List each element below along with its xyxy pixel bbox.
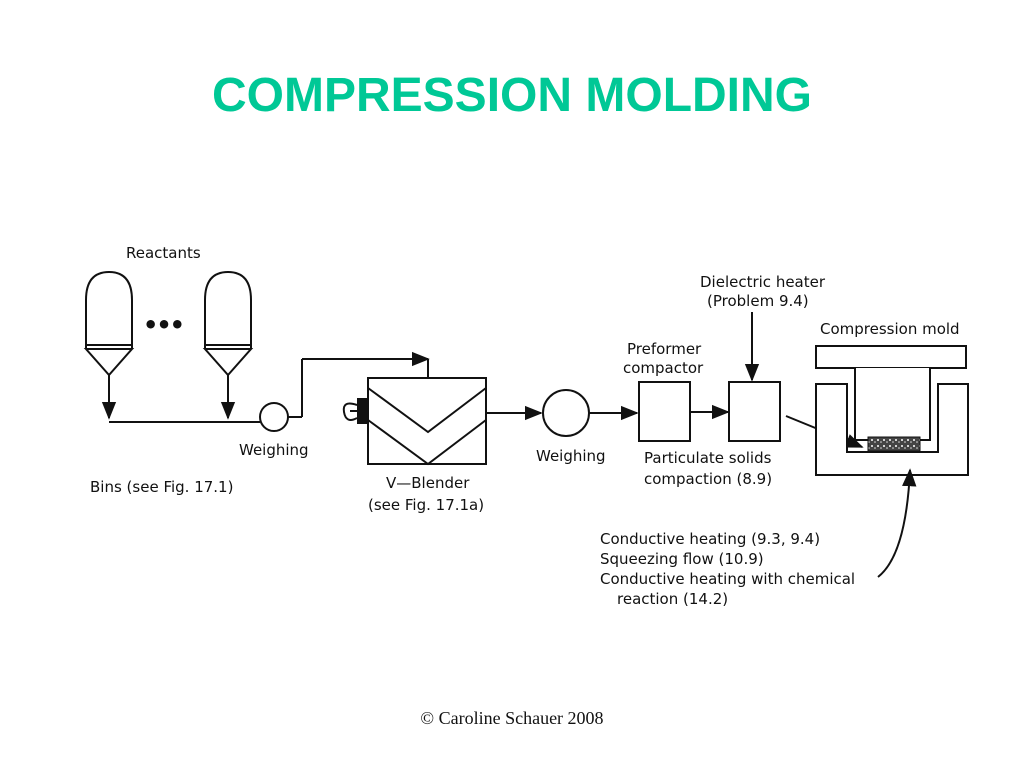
weighing-label-1: Weighing bbox=[239, 441, 309, 459]
v-blender bbox=[342, 377, 487, 466]
particulate-label-line1: Particulate solids bbox=[644, 449, 772, 467]
bin-left bbox=[83, 270, 135, 377]
particulate-compaction-box bbox=[728, 381, 781, 442]
preformer-label-line2: compactor bbox=[623, 359, 704, 377]
bins-label: Bins (see Fig. 17.1) bbox=[90, 478, 233, 496]
preformer-label-line1: Preformer bbox=[627, 340, 702, 358]
copyright-footer: © Caroline Schauer 2008 bbox=[420, 708, 604, 728]
v-blender-label: V—Blender bbox=[386, 474, 470, 492]
v-blender-ref-label: (see Fig. 17.1a) bbox=[368, 496, 484, 514]
ellipsis-dots: ••• bbox=[143, 311, 183, 339]
note-line3: Conductive heating with chemical bbox=[600, 570, 855, 588]
weighing-label-2: Weighing bbox=[536, 447, 606, 465]
note-line4: reaction (14.2) bbox=[617, 590, 728, 608]
reactants-label: Reactants bbox=[126, 244, 201, 262]
dielectric-label-line2: (Problem 9.4) bbox=[707, 292, 809, 310]
bin-right bbox=[202, 270, 254, 377]
weighing-scale-1 bbox=[259, 402, 289, 432]
slide-title: COMPRESSION MOLDING bbox=[211, 69, 813, 122]
weighing-scale-2 bbox=[542, 389, 590, 437]
dielectric-label-line1: Dielectric heater bbox=[700, 273, 826, 291]
compression-mold bbox=[815, 345, 969, 476]
note-line1: Conductive heating (9.3, 9.4) bbox=[600, 530, 820, 548]
note-line2: Squeezing flow (10.9) bbox=[600, 550, 764, 568]
preformer-compactor bbox=[638, 381, 691, 442]
mold-label: Compression mold bbox=[820, 320, 960, 338]
particulate-label-line2: compaction (8.9) bbox=[644, 470, 772, 488]
